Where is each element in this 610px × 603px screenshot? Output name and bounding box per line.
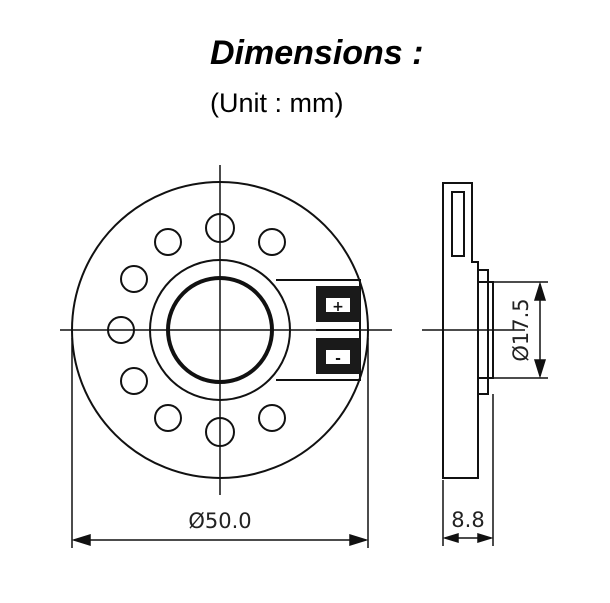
vent-hole [120, 265, 148, 293]
inner-diameter-label: Ø17.5 [509, 298, 533, 361]
inner-diameter-dimension [494, 281, 548, 379]
outer-diameter-dimension [71, 338, 369, 548]
center-lines-front [60, 165, 392, 495]
terminal-block: + - [276, 279, 361, 381]
vent-hole [258, 404, 286, 432]
unit-label: (Unit : mm) [210, 88, 344, 118]
vent-hole [120, 367, 148, 395]
page-title: Dimensions : [210, 34, 424, 72]
thickness-label: 8.8 [451, 508, 484, 532]
vent-hole [154, 404, 182, 432]
terminal-negative: - [335, 351, 341, 367]
terminal-positive: + [332, 299, 344, 315]
vent-hole [154, 228, 182, 256]
thickness-dimension [442, 394, 494, 546]
vent-hole [258, 228, 286, 256]
outer-diameter-label: Ø50.0 [188, 509, 251, 533]
